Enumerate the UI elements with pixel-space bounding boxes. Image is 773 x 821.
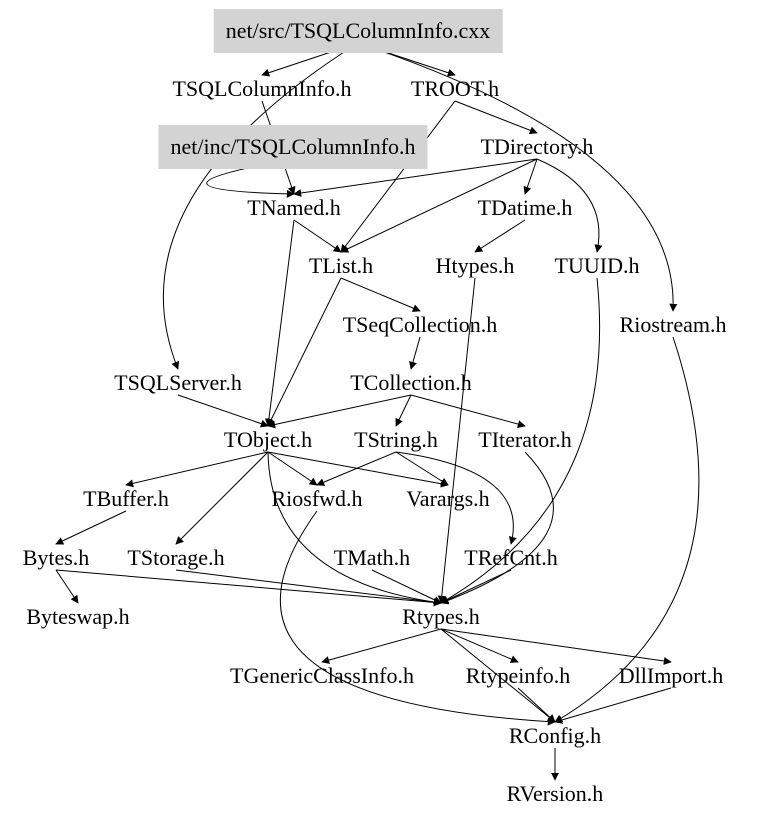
edge-tdatime-to-htypes <box>474 219 526 253</box>
edge-troot-to-tdirectory <box>454 100 538 135</box>
edge-titerator-to-rtypes <box>440 451 554 605</box>
edge-tbuffer-to-bytes <box>55 510 127 545</box>
node-tlist[interactable]: TList.h <box>308 253 374 278</box>
edge-trefcnt-to-rtypes <box>440 569 512 604</box>
node-htypes[interactable]: Htypes.h <box>435 253 515 278</box>
edge-tcollection-to-titerator <box>410 394 526 428</box>
edge-troot-to-tlist <box>340 100 456 253</box>
node-bytes[interactable]: Bytes.h <box>22 545 90 570</box>
node-tgeneric[interactable]: TGenericClassInfo.h <box>230 663 414 688</box>
edge-tobject-to-rtypes <box>267 451 442 607</box>
edge-tstring-to-trefcnt <box>395 451 517 545</box>
node-tdatime[interactable]: TDatime.h <box>477 195 573 220</box>
node-byteswap[interactable]: Byteswap.h <box>26 604 130 629</box>
node-trefcnt[interactable]: TRefCnt.h <box>464 545 558 570</box>
node-rconfig[interactable]: RConfig.h <box>508 723 602 748</box>
node-tstring[interactable]: TString.h <box>354 427 438 452</box>
edge-dllimport-to-rconfig <box>554 687 672 724</box>
node-tbuffer[interactable]: TBuffer.h <box>83 486 169 511</box>
edge-riosfwd-to-rconfig <box>279 510 556 726</box>
edge-rtypes-to-dllimport <box>440 628 672 665</box>
edge-htypes-to-rtypes <box>437 277 476 604</box>
edge-rtypes-to-rconfig <box>440 628 556 723</box>
node-rtypes[interactable]: Rtypes.h <box>402 604 480 629</box>
edge-cxx-to-riostream <box>357 42 678 312</box>
node-tcollection[interactable]: TCollection.h <box>350 370 472 395</box>
edge-tsqlserver-to-tobject <box>177 394 269 428</box>
edge-tmath-to-rtypes <box>371 569 442 604</box>
edge-tdirectory-to-tuuid <box>536 158 603 253</box>
edge-tstring-to-riosfwd <box>316 451 397 486</box>
node-varargs[interactable]: Varargs.h <box>406 486 490 511</box>
edge-tobject-to-tstorage <box>175 451 269 545</box>
node-tseqcoll[interactable]: TSeqCollection.h <box>342 312 498 337</box>
edge-tobject-to-varargs <box>267 451 449 488</box>
node-tmath[interactable]: TMath.h <box>333 545 411 570</box>
edge-bytes-to-byteswap <box>55 569 79 604</box>
node-titerator[interactable]: TIterator.h <box>478 427 572 452</box>
node-troot[interactable]: TROOT.h <box>410 76 500 101</box>
edge-rtypeinfo-to-rconfig <box>517 687 556 723</box>
edge-rtypes-to-rtypeinfo <box>440 628 519 663</box>
node-tsqlserver[interactable]: TSQLServer.h <box>114 370 242 395</box>
edge-tdirectory-to-tnamed <box>293 158 538 197</box>
node-tnamed[interactable]: TNamed.h <box>247 195 341 220</box>
node-rtypeinfo[interactable]: Rtypeinfo.h <box>465 663 571 688</box>
edge-rtypes-to-tgeneric <box>321 628 442 664</box>
node-colinfo_h[interactable]: TSQLColumnInfo.h <box>172 76 352 101</box>
node-tobject[interactable]: TObject.h <box>223 427 313 452</box>
edge-tcollection-to-tobject <box>267 394 412 429</box>
edge-tuuid-to-rtypes <box>440 277 601 604</box>
edge-tstring-to-varargs <box>395 451 449 486</box>
edge-bytes-to-rtypes <box>55 569 442 607</box>
node-cxx[interactable]: net/src/TSQLColumnInfo.cxx <box>213 9 503 53</box>
edge-tnamed-to-tobject <box>264 219 295 427</box>
edge-tlist-to-tobject <box>267 277 342 427</box>
node-riostream[interactable]: Riostream.h <box>619 312 727 337</box>
edge-tstorage-to-rtypes <box>175 569 442 607</box>
edge-tdirectory-to-tdatime <box>523 158 538 195</box>
node-netinc[interactable]: net/inc/TSQLColumnInfo.h <box>158 125 428 169</box>
edge-tdirectory-to-tlist <box>340 158 538 253</box>
node-tuuid[interactable]: TUUID.h <box>554 253 640 278</box>
node-tdirectory[interactable]: TDirectory.h <box>480 134 594 159</box>
edge-cxx-to-tsqlserver <box>162 42 359 370</box>
edge-tobject-to-tbuffer <box>125 451 269 488</box>
edge-tobject-to-riosfwd <box>267 451 318 486</box>
node-riosfwd[interactable]: Riosfwd.h <box>271 486 363 511</box>
edge-riostream-to-rconfig <box>554 336 700 723</box>
edge-tnamed-to-tlist <box>293 219 342 253</box>
edge-tcollection-to-tstring <box>395 394 412 427</box>
edge-tlist-to-tseqcoll <box>340 277 421 312</box>
node-dllimport[interactable]: DllImport.h <box>618 663 724 688</box>
edge-tseqcoll-to-tcollection <box>409 336 421 370</box>
node-rversion[interactable]: RVersion.h <box>506 781 604 806</box>
node-tstorage[interactable]: TStorage.h <box>127 545 225 570</box>
